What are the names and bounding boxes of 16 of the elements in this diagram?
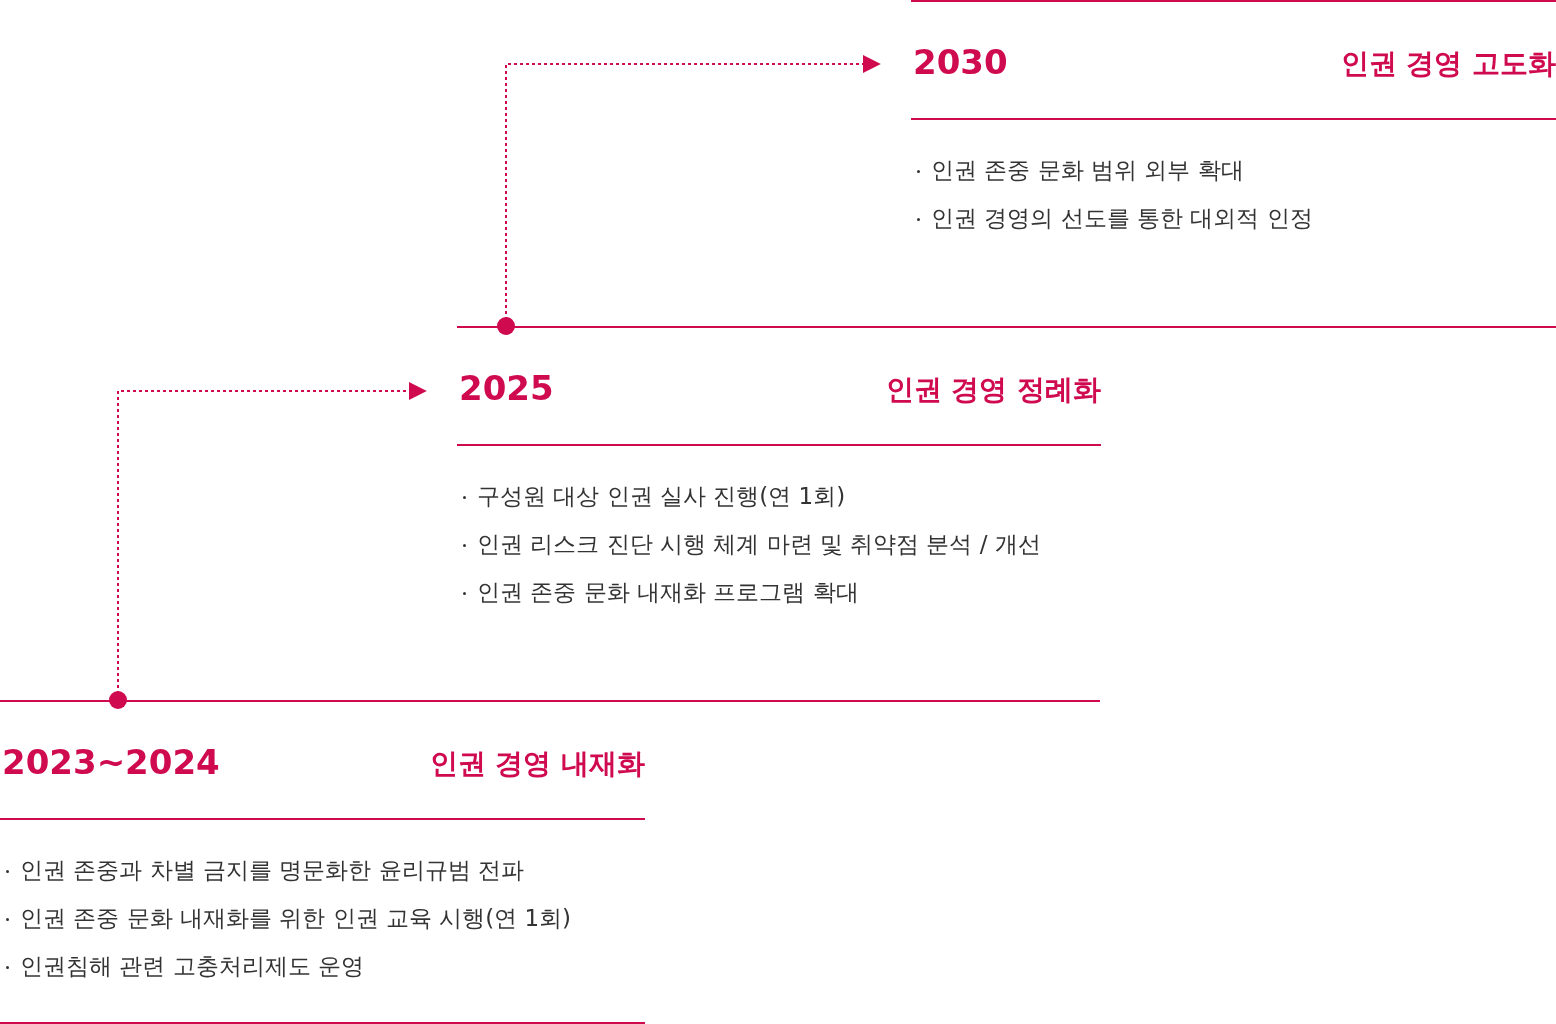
stage-title: 인권 경영 고도화 (1340, 46, 1556, 82)
bullet-text: 인권 리스크 진단 시행 체계 마련 및 취약점 분석 / 개선 (477, 530, 1041, 559)
stage-title: 인권 경영 내재화 (429, 746, 645, 782)
bullet-text: 인권 존중 문화 내재화 프로그램 확대 (477, 578, 859, 607)
bullet-text: 인권 경영의 선도를 통한 대외적 인정 (931, 204, 1313, 233)
dotted-arrow (497, 55, 881, 335)
year-heading: 2025 (459, 368, 554, 408)
bullet-text: 인권 존중과 차별 금지를 명문화한 윤리규범 전파 (20, 856, 524, 885)
bullet-text: 인권 존중 문화 범위 외부 확대 (931, 156, 1244, 185)
bullet-text: 인권침해 관련 고충처리제도 운영 (20, 952, 364, 981)
bullet-text: 구성원 대상 인권 실사 진행(연 1회) (477, 482, 846, 511)
dotted-arrow (109, 382, 427, 709)
year-heading: 2023~2024 (2, 742, 220, 782)
stage-title: 인권 경영 정례화 (885, 372, 1101, 408)
bullet-text: 인권 존중 문화 내재화를 위한 인권 교육 시행(연 1회) (20, 904, 572, 933)
year-heading: 2030 (913, 42, 1008, 82)
